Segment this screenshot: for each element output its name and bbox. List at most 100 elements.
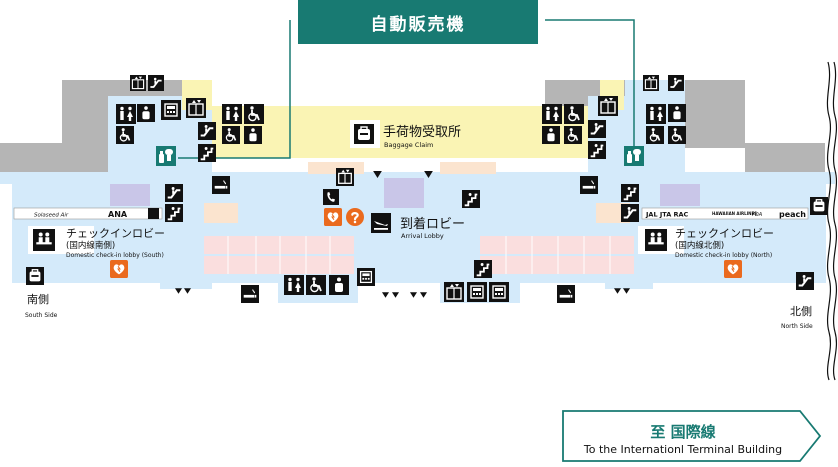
svg-text:Domestic check-in lobby (North: Domestic check-in lobby (North)	[675, 252, 772, 259]
escalator-icon[interactable]	[668, 75, 684, 91]
arrival-icon	[371, 213, 391, 233]
smoking-area-icon[interactable]	[240, 285, 260, 303]
elevator-icon[interactable]	[336, 168, 354, 186]
stairs-icon[interactable]	[462, 190, 480, 208]
elevator-icon[interactable]	[444, 282, 464, 302]
stairs-icon[interactable]	[588, 141, 606, 159]
hawaiian-logo: HAWAIIAN AIRLINES	[712, 211, 757, 216]
stairs-icon[interactable]	[474, 260, 492, 278]
accessible-restroom-icon[interactable]	[668, 126, 686, 144]
checkin-counter-icon	[645, 229, 667, 251]
entrance-arrow-icon	[184, 288, 191, 294]
sign-arrow-outline	[562, 410, 822, 462]
elevator-icon[interactable]	[598, 96, 618, 116]
atm-icon[interactable]	[467, 282, 487, 302]
svg-text:(国内線南側): (国内線南側)	[66, 240, 115, 251]
north-side-label: 北側 North Side	[781, 305, 813, 330]
checkin-counter-icon	[33, 229, 55, 251]
smoking-area-icon[interactable]	[580, 176, 598, 194]
international-terminal-sign[interactable]: 至 国際線 To the Internationl Terminal Build…	[562, 410, 822, 462]
svg-text:到着ロビー: 到着ロビー	[400, 216, 465, 232]
stairs-icon[interactable]	[198, 144, 216, 162]
accessible-restroom-icon[interactable]	[564, 104, 584, 124]
escalator-icon[interactable]	[588, 120, 606, 138]
information-icon[interactable]	[346, 208, 364, 226]
accessible-restroom-icon[interactable]	[646, 126, 664, 144]
solaseed-logo: Solaseed Air	[34, 213, 69, 219]
intl-terminal-label-en: To the Internationl Terminal Building	[583, 443, 783, 456]
restroom-icon[interactable]	[116, 104, 136, 124]
accessible-restroom-icon[interactable]	[244, 104, 264, 124]
svg-text:Baggage Claim: Baggage Claim	[384, 141, 433, 149]
aed-icon[interactable]	[110, 260, 128, 278]
escalator-icon[interactable]	[165, 184, 183, 202]
escalator-icon[interactable]	[621, 204, 639, 222]
entrance-arrow-icon	[392, 292, 399, 298]
accessible-restroom-icon[interactable]	[564, 126, 582, 144]
entrance-arrow-icon	[175, 288, 182, 294]
entrance-arrow-icon	[382, 292, 389, 298]
entrance-arrow-icon	[420, 292, 427, 298]
stairs-icon[interactable]	[621, 184, 639, 202]
atm-icon[interactable]	[489, 282, 509, 302]
svg-text:南側: 南側	[27, 293, 49, 306]
escalator-icon[interactable]	[148, 75, 164, 91]
restroom-icon[interactable]	[284, 275, 304, 295]
nursing-room-icon[interactable]	[329, 275, 349, 295]
locker-icon[interactable]	[26, 267, 44, 285]
svg-text:(国内線北側): (国内線北側)	[675, 240, 724, 251]
svg-text:Arrival Lobby: Arrival Lobby	[401, 232, 444, 240]
aed-icon[interactable]	[724, 260, 742, 278]
nursing-room-icon[interactable]	[542, 126, 560, 144]
svg-text:チェックインロビー: チェックインロビー	[66, 227, 165, 240]
entrance-arrow-icon	[410, 292, 417, 298]
intl-terminal-label-ja: 至 国際線	[650, 423, 716, 441]
stairs-icon[interactable]	[165, 204, 183, 222]
aed-icon[interactable]	[324, 208, 342, 226]
vending-machine-icon[interactable]	[624, 146, 644, 166]
restroom-icon[interactable]	[646, 104, 666, 124]
accessible-restroom-icon[interactable]	[222, 126, 240, 144]
elevator-icon[interactable]	[186, 98, 206, 118]
south-side-label: 南側 South Side	[25, 293, 58, 319]
svg-text:北側: 北側	[790, 305, 812, 318]
nursing-room-icon[interactable]	[668, 104, 686, 122]
escalator-icon[interactable]	[198, 122, 216, 140]
baggage-claim-label: 手荷物受取所 Baggage Claim	[354, 124, 461, 149]
svg-text:チェックインロビー: チェックインロビー	[675, 227, 774, 240]
fda-logo: FDA	[752, 212, 763, 218]
vending-machine-icon[interactable]	[156, 146, 176, 166]
svg-text:North Side: North Side	[781, 323, 813, 330]
airline-signage-north: JAL JTA RAC HAWAIIAN AIRLINES FDA peach	[641, 207, 809, 220]
accessible-restroom-icon[interactable]	[306, 275, 326, 295]
telephone-icon[interactable]	[323, 189, 339, 205]
entrance-arrow-icon	[614, 288, 621, 294]
atm-icon[interactable]	[357, 268, 375, 286]
elevator-icon[interactable]	[130, 75, 146, 91]
svg-text:Domestic check-in lobby (South: Domestic check-in lobby (South)	[66, 252, 164, 259]
corridor-blocks	[110, 162, 700, 274]
smoking-area-icon[interactable]	[212, 176, 230, 194]
checkin-north-label: チェックインロビー (国内線北側) Domestic check-in lobb…	[645, 227, 774, 259]
building-outline	[0, 80, 825, 173]
restroom-icon[interactable]	[222, 104, 242, 124]
nursing-room-icon[interactable]	[137, 104, 155, 122]
svg-text:South Side: South Side	[25, 312, 58, 319]
vending-machine-callout: 自動販売機	[298, 0, 538, 44]
elevator-icon[interactable]	[643, 75, 659, 91]
baggage-claim-area	[182, 80, 624, 158]
bicycle-parking-icon[interactable]	[796, 272, 814, 290]
jal-jta-rac-logo: JAL JTA RAC	[645, 211, 689, 219]
locker-icon[interactable]	[810, 196, 828, 216]
restroom-icon[interactable]	[542, 104, 562, 124]
nursing-room-icon[interactable]	[244, 126, 262, 144]
building-edge-wave	[826, 61, 832, 381]
peach-logo: peach	[779, 210, 806, 219]
baggage-icon	[354, 124, 374, 144]
checkin-south-label: チェックインロビー (国内線南側) Domestic check-in lobb…	[33, 227, 165, 259]
atm-icon[interactable]	[161, 100, 181, 120]
smoking-area-icon[interactable]	[556, 285, 576, 303]
accessible-restroom-icon[interactable]	[116, 126, 134, 144]
svg-text:手荷物受取所: 手荷物受取所	[383, 125, 461, 140]
callout-label: 自動販売機	[370, 14, 466, 35]
